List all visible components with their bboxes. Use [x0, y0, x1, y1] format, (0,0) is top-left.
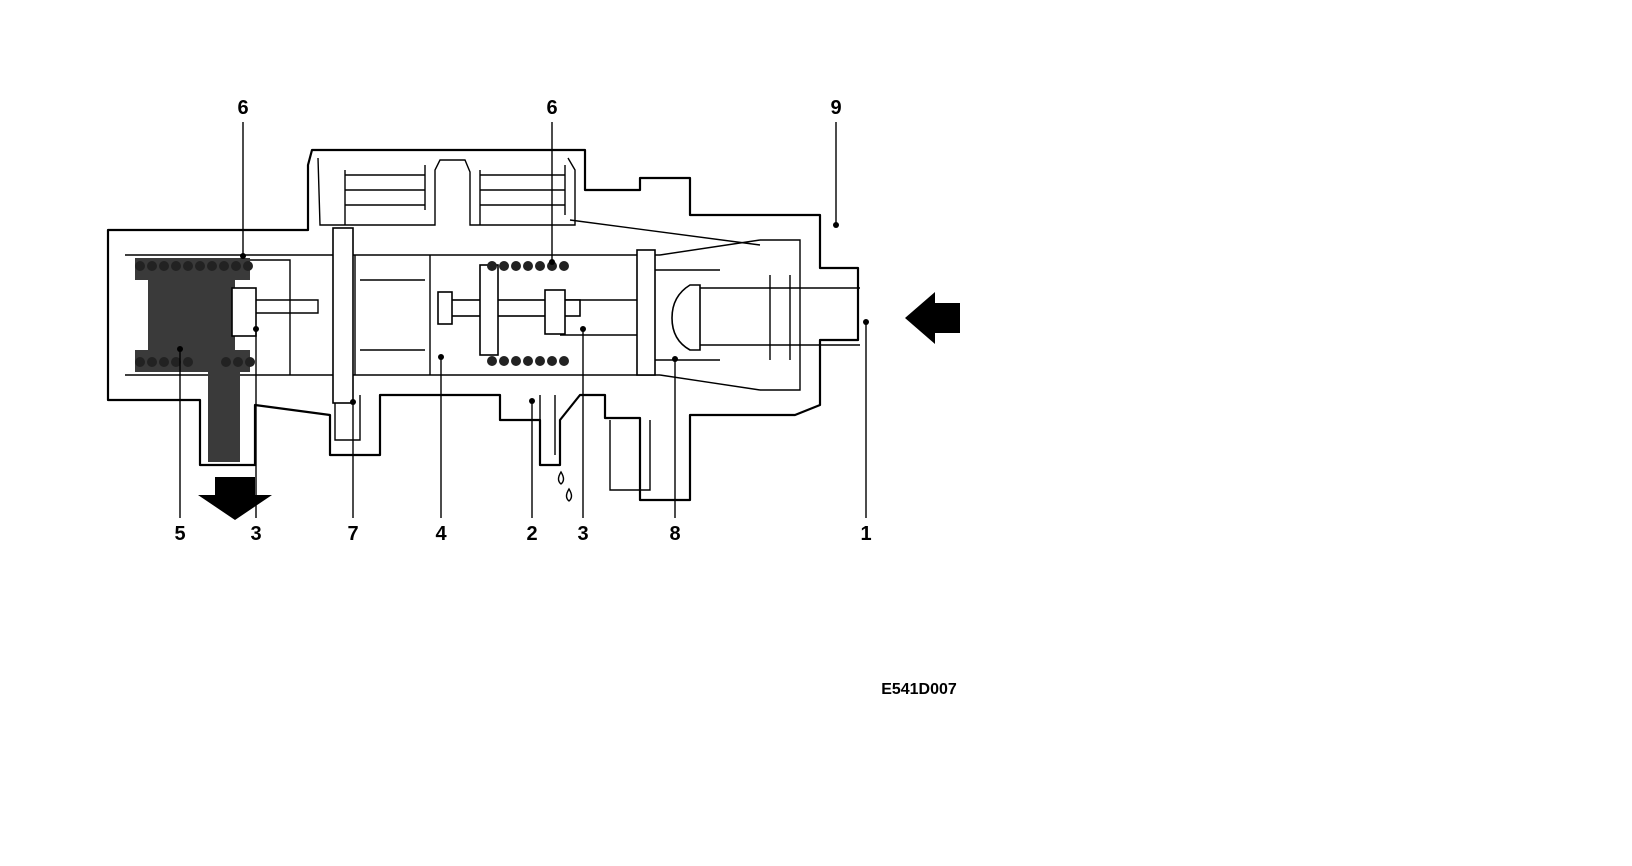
callout-5: 5 — [174, 523, 185, 545]
primary-piston — [332, 227, 354, 404]
callout-4: 4 — [435, 523, 447, 545]
callout-3-right: 3 — [577, 523, 588, 545]
spring-left — [135, 261, 255, 367]
callout-1: 1 — [860, 523, 871, 545]
figure-id: E541D007 — [881, 681, 957, 698]
cylinder-housing — [106, 148, 860, 502]
callout-7: 7 — [347, 523, 358, 545]
input-force-arrow-icon — [905, 292, 960, 344]
callout-8: 8 — [669, 523, 680, 545]
spring-lower — [487, 356, 569, 366]
spring-upper — [487, 261, 569, 271]
push-rod — [671, 275, 860, 360]
fluid-drops-icon — [557, 470, 573, 502]
output-flow-arrow-icon — [198, 477, 272, 520]
leader-lines — [177, 122, 869, 518]
secondary-piston — [636, 249, 656, 376]
center-valve-rod — [437, 264, 581, 356]
callout-6-top-left: 6 — [237, 97, 248, 119]
callout-9-top-right: 9 — [830, 97, 841, 119]
callout-2: 2 — [526, 523, 537, 545]
callout-3-left: 3 — [250, 523, 261, 545]
callout-6-top-middle: 6 — [546, 97, 557, 119]
